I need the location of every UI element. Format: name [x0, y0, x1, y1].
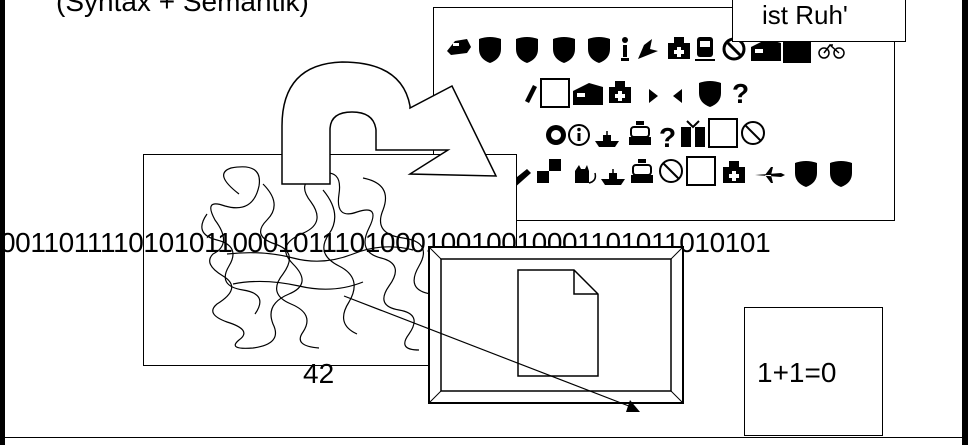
info-icon — [569, 125, 589, 145]
gift-icon — [681, 121, 705, 147]
slide-title: (Syntax + Semantik) — [56, 0, 309, 18]
car-wash-icon — [447, 39, 471, 55]
empty-square-icon — [709, 119, 737, 147]
frame-bottom-border — [0, 437, 968, 438]
taxi-icon — [631, 159, 653, 183]
airplane-icon — [755, 167, 785, 183]
train-icon — [751, 39, 781, 61]
bird-icon — [638, 39, 658, 59]
no-entry-icon — [660, 160, 682, 182]
taxi-icon — [629, 121, 651, 145]
check-icon — [525, 85, 537, 103]
shield-icon — [830, 161, 852, 187]
callout-text: ist Ruh' — [762, 0, 848, 31]
shield-icon — [699, 81, 721, 107]
shield-icon — [553, 37, 575, 63]
ambulance-icon — [609, 81, 631, 103]
shield-icon — [588, 37, 610, 63]
question-icon: ? — [732, 78, 749, 109]
frame-right-border — [962, 0, 968, 445]
info-person-icon — [621, 37, 629, 61]
empty-square-icon — [541, 79, 569, 107]
no-entry-icon — [742, 122, 764, 144]
frame-left-border — [0, 0, 5, 445]
bicycle-icon — [819, 45, 844, 58]
play-right-icon — [649, 89, 658, 103]
target-icon — [546, 125, 566, 145]
no-smoking-icon — [724, 39, 744, 59]
ship-icon — [601, 169, 625, 185]
pointer-arrow — [340, 292, 650, 420]
ship-icon — [595, 131, 619, 147]
checkered-flag-icon — [537, 159, 561, 183]
figure-label: 42 — [303, 358, 334, 390]
ambulance-icon — [723, 161, 745, 183]
empty-square-icon — [687, 157, 715, 185]
ambulance-icon — [668, 37, 690, 59]
formula-text: 1+1=0 — [757, 357, 836, 389]
tram-icon — [695, 37, 715, 61]
shield-icon — [795, 161, 817, 187]
question-icon: ? — [659, 122, 676, 153]
train-icon — [573, 83, 603, 105]
cat-icon — [575, 165, 595, 183]
play-left-icon — [673, 89, 682, 103]
curved-arrow-icon — [280, 56, 520, 186]
